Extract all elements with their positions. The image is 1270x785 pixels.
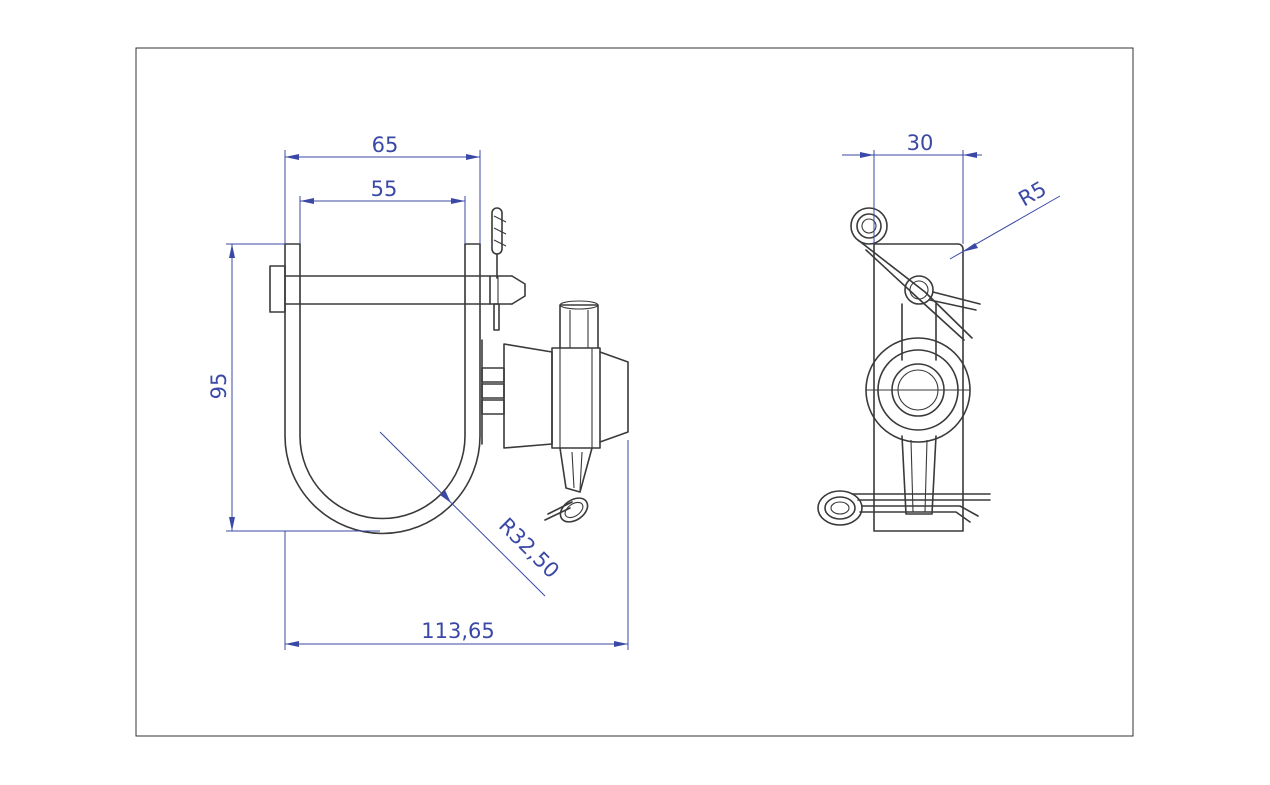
back-plate: [873, 243, 964, 532]
side-view: 30 R5: [817, 131, 1061, 532]
dimension-height: 95: [207, 243, 380, 532]
dimension-total-width: 113,65: [284, 440, 629, 650]
spring-pin-top: [850, 207, 981, 341]
ring-coupler: [865, 337, 971, 443]
coupler-top-stem: [559, 300, 599, 349]
dimension-inner-width: 55: [299, 177, 466, 244]
dim-text-r32-50: R32,50: [494, 513, 564, 583]
coupler-bottom-wedge: [544, 447, 593, 523]
side-stem: [901, 303, 937, 515]
drawing-frame: [135, 47, 1134, 737]
dim-text-30: 30: [907, 131, 934, 155]
front-view: 65 55 95 R32,50: [207, 133, 629, 650]
dim-text-113-65: 113,65: [421, 619, 494, 643]
spacer-blocks: [481, 339, 505, 445]
clamp-inner-outline: [299, 243, 466, 520]
dim-text-r5: R5: [1014, 177, 1050, 212]
spring-pin-bottom: [817, 490, 991, 526]
dimension-side-width: 30: [842, 131, 982, 244]
dim-text-95: 95: [207, 373, 231, 400]
cross-bolt: [269, 265, 526, 313]
conical-coupler: [503, 343, 629, 449]
safety-pin-top: [491, 207, 507, 331]
clamp-outer-outline: [284, 243, 481, 535]
dim-text-65: 65: [372, 133, 399, 157]
dimension-outer-width: 65: [284, 133, 481, 244]
dimension-radius-5: R5: [949, 177, 1061, 260]
dim-text-55: 55: [371, 177, 398, 201]
